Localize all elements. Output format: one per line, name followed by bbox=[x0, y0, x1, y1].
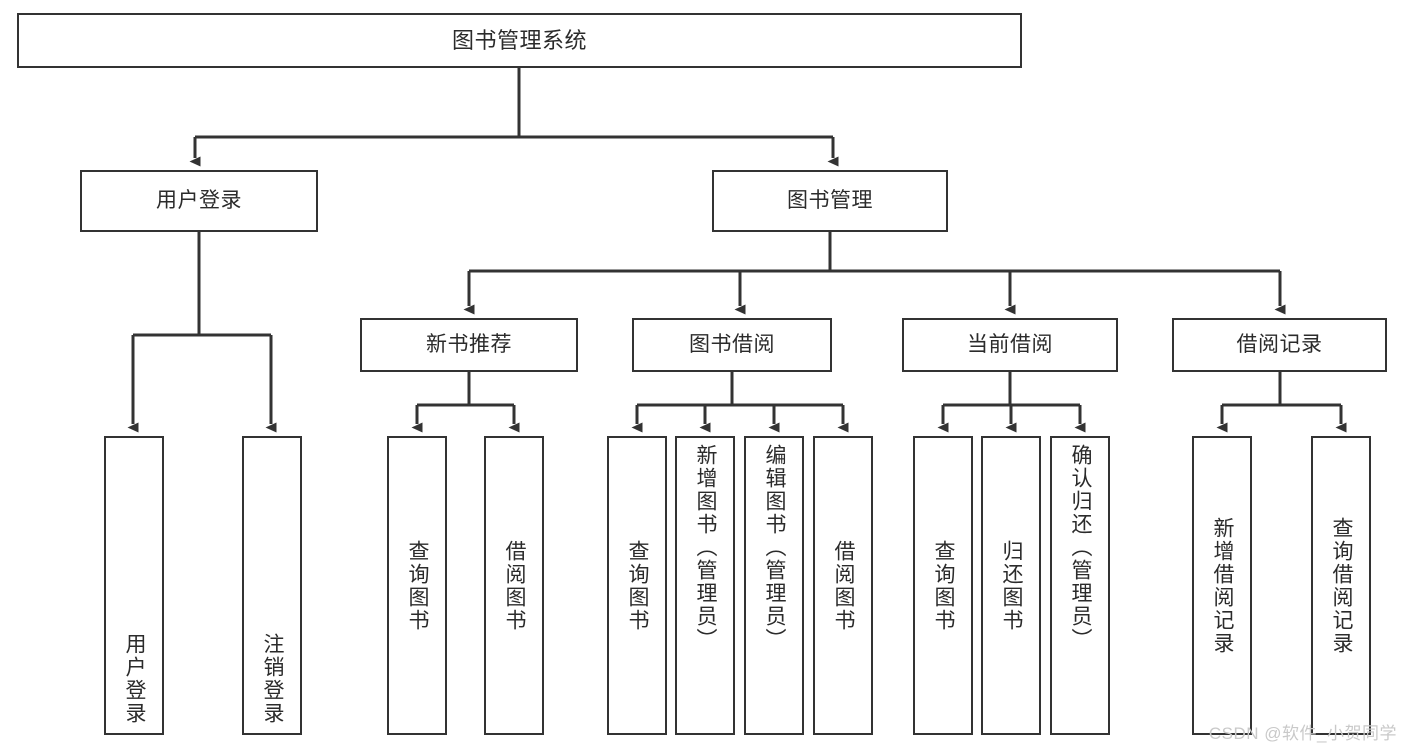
node-label: 查询图书 bbox=[932, 539, 956, 632]
node-label: 新书推荐 bbox=[426, 332, 512, 356]
node-label: 查询图书 bbox=[406, 539, 430, 632]
leaf-borrow-book[interactable]: 借阅图书 bbox=[813, 436, 873, 735]
node-label: 新增图书（管理员） bbox=[694, 444, 718, 651]
node-label: 借阅记录 bbox=[1236, 332, 1323, 356]
leaf-query-book-current[interactable]: 查询图书 bbox=[913, 436, 973, 735]
node-label: 新增借阅记录 bbox=[1211, 516, 1235, 655]
node-user-login[interactable]: 用户登录 bbox=[80, 170, 318, 232]
leaf-query-book-borrow[interactable]: 查询图书 bbox=[607, 436, 667, 735]
node-label: 确认归还（管理员） bbox=[1069, 444, 1093, 651]
leaf-query-book-recommend[interactable]: 查询图书 bbox=[387, 436, 447, 735]
node-label: 编辑图书（管理员） bbox=[763, 444, 787, 651]
node-current-borrow[interactable]: 当前借阅 bbox=[902, 318, 1118, 372]
leaf-add-borrow-record[interactable]: 新增借阅记录 bbox=[1192, 436, 1252, 735]
node-label: 用户登录 bbox=[123, 633, 147, 725]
leaf-user-login[interactable]: 用户登录 bbox=[104, 436, 164, 735]
node-label: 查询借阅记录 bbox=[1330, 516, 1354, 655]
watermark: CSDN @软件_小贺同学 bbox=[1208, 724, 1397, 743]
leaf-return-book[interactable]: 归还图书 bbox=[981, 436, 1041, 735]
leaf-confirm-return[interactable]: 确认归还（管理员） bbox=[1050, 436, 1110, 735]
node-book-management[interactable]: 图书管理 bbox=[712, 170, 948, 232]
node-label: 借阅图书 bbox=[503, 539, 527, 632]
node-label: 注销登录 bbox=[261, 633, 285, 725]
node-root-system[interactable]: 图书管理系统 bbox=[17, 13, 1022, 68]
node-book-borrow[interactable]: 图书借阅 bbox=[632, 318, 832, 372]
leaf-logout-login[interactable]: 注销登录 bbox=[242, 436, 302, 735]
node-borrow-record[interactable]: 借阅记录 bbox=[1172, 318, 1387, 372]
node-label: 图书管理系统 bbox=[451, 27, 587, 53]
node-label: 用户登录 bbox=[156, 188, 242, 212]
node-label: 借阅图书 bbox=[832, 539, 856, 632]
node-label: 查询图书 bbox=[626, 539, 650, 632]
leaf-edit-book[interactable]: 编辑图书（管理员） bbox=[744, 436, 804, 735]
node-label: 图书管理 bbox=[787, 188, 873, 212]
node-label: 当前借阅 bbox=[967, 332, 1053, 356]
node-label: 图书借阅 bbox=[689, 332, 775, 356]
leaf-borrow-book-recommend[interactable]: 借阅图书 bbox=[484, 436, 544, 735]
node-new-book-recommend[interactable]: 新书推荐 bbox=[360, 318, 578, 372]
leaf-add-book[interactable]: 新增图书（管理员） bbox=[675, 436, 735, 735]
leaf-query-borrow-record[interactable]: 查询借阅记录 bbox=[1311, 436, 1371, 735]
node-label: 归还图书 bbox=[1000, 539, 1024, 632]
